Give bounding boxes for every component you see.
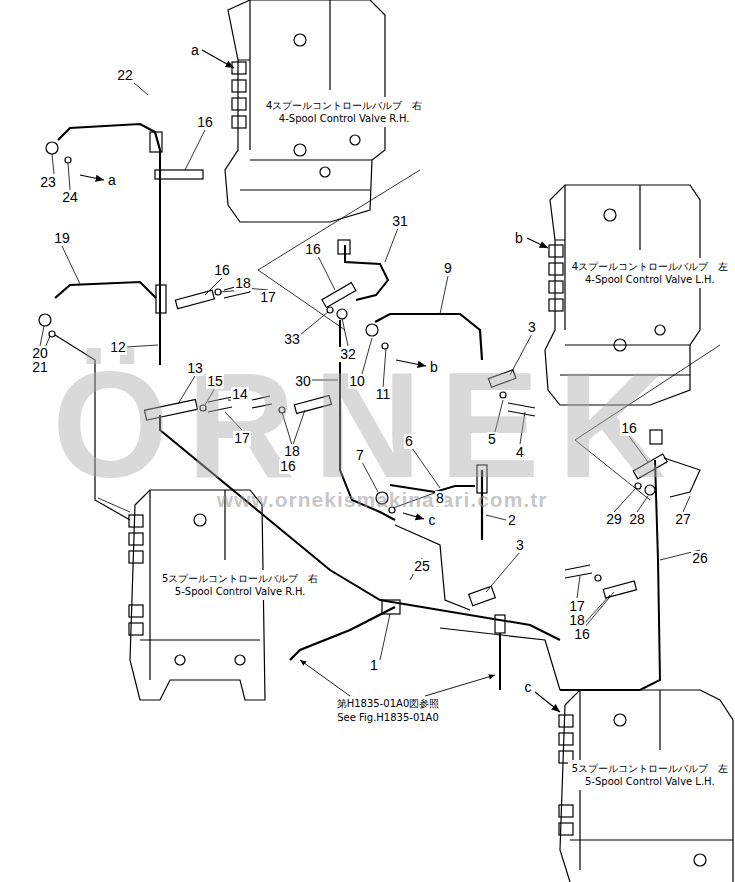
callout-number: 19	[53, 231, 71, 246]
callout-number: 14	[231, 387, 249, 402]
callout-number: 31	[391, 214, 409, 229]
valve-label: 5スプールコントロールバルブ 左5-Spool Control Valve L.…	[568, 760, 732, 790]
callout-number: 11	[375, 387, 392, 402]
callout-number: 16	[213, 263, 231, 278]
japanese-name: 5スプールコントロールバルブ 左	[572, 762, 728, 775]
callout-number: 15	[206, 374, 224, 389]
callout-number: 6	[404, 434, 414, 449]
callout-number: 18	[234, 276, 252, 291]
english-name: 5-Spool Control Valve R.H.	[162, 585, 318, 598]
callout-number: 20	[31, 346, 49, 361]
callout-number: a	[190, 43, 200, 58]
callout-number: a	[107, 173, 117, 188]
callout-number: 18	[283, 444, 301, 459]
callout-number: 4	[515, 445, 525, 460]
callout-number: 18	[568, 613, 586, 628]
japanese-name: 4スプールコントロールバルブ 左	[572, 260, 728, 273]
callout-number: 7	[355, 448, 365, 463]
reference-note: 第H1835-01A0図参照	[335, 698, 442, 710]
callout-number: 16	[279, 459, 297, 474]
callout-number: 2	[507, 513, 517, 528]
callout-number: 17	[259, 290, 277, 305]
callout-number: 32	[339, 347, 357, 362]
valve-label: 4スプールコントロールバルブ 右4-Spool Control Valve R.…	[262, 97, 426, 127]
valve-label: 4スプールコントロールバルブ 左4-Spool Control Valve L.…	[568, 258, 732, 288]
english-name: 4-Spool Control Valve R.H.	[266, 112, 422, 125]
callout-number: 23	[39, 175, 57, 190]
callout-number: 8	[435, 491, 445, 506]
callout-number: 28	[628, 512, 646, 527]
valve-label: 5スプールコントロールバルブ 右5-Spool Control Valve R.…	[158, 570, 322, 600]
callout-number: 21	[31, 360, 49, 375]
valve-body	[560, 690, 733, 882]
callout-number: c	[428, 513, 437, 528]
callout-number: 10	[348, 374, 366, 389]
callout-number: 33	[283, 332, 301, 347]
callout-number: 3	[527, 320, 537, 335]
callout-number: 9	[443, 261, 453, 276]
callout-number: 30	[294, 374, 312, 389]
callout-number: 16	[620, 421, 638, 436]
callout-number: 16	[196, 115, 214, 130]
callout-number: 29	[605, 512, 623, 527]
callout-number: b	[429, 360, 439, 375]
japanese-name: 5スプールコントロールバルブ 右	[162, 572, 318, 585]
callout-number: 16	[304, 242, 322, 257]
callout-number: 27	[674, 512, 692, 527]
callout-number: 17	[233, 431, 251, 446]
callout-number: 13	[186, 361, 204, 376]
english-name: 4-Spool Control Valve L.H.	[572, 273, 728, 286]
callout-number: 16	[573, 627, 591, 642]
japanese-name: 4スプールコントロールバルブ 右	[266, 99, 422, 112]
callout-number: 3	[515, 538, 525, 553]
watermark: www.ornekismakinalari.com.tr	[217, 488, 548, 512]
callout-number: 24	[61, 190, 79, 205]
callout-number: b	[514, 231, 524, 246]
reference-note: See Fig.H1835-01A0	[335, 712, 441, 724]
callout-number: 5	[487, 432, 497, 447]
callout-number: 1	[369, 658, 379, 673]
watermark: ÖRNEK	[52, 350, 684, 500]
callout-number: 25	[413, 559, 431, 574]
callout-number: 17	[568, 599, 586, 614]
callout-number: 26	[691, 551, 709, 566]
callout-number: 12	[109, 340, 127, 355]
callout-number: 22	[116, 68, 134, 83]
callout-number: c	[524, 680, 533, 695]
english-name: 5-Spool Control Valve L.H.	[572, 775, 728, 788]
